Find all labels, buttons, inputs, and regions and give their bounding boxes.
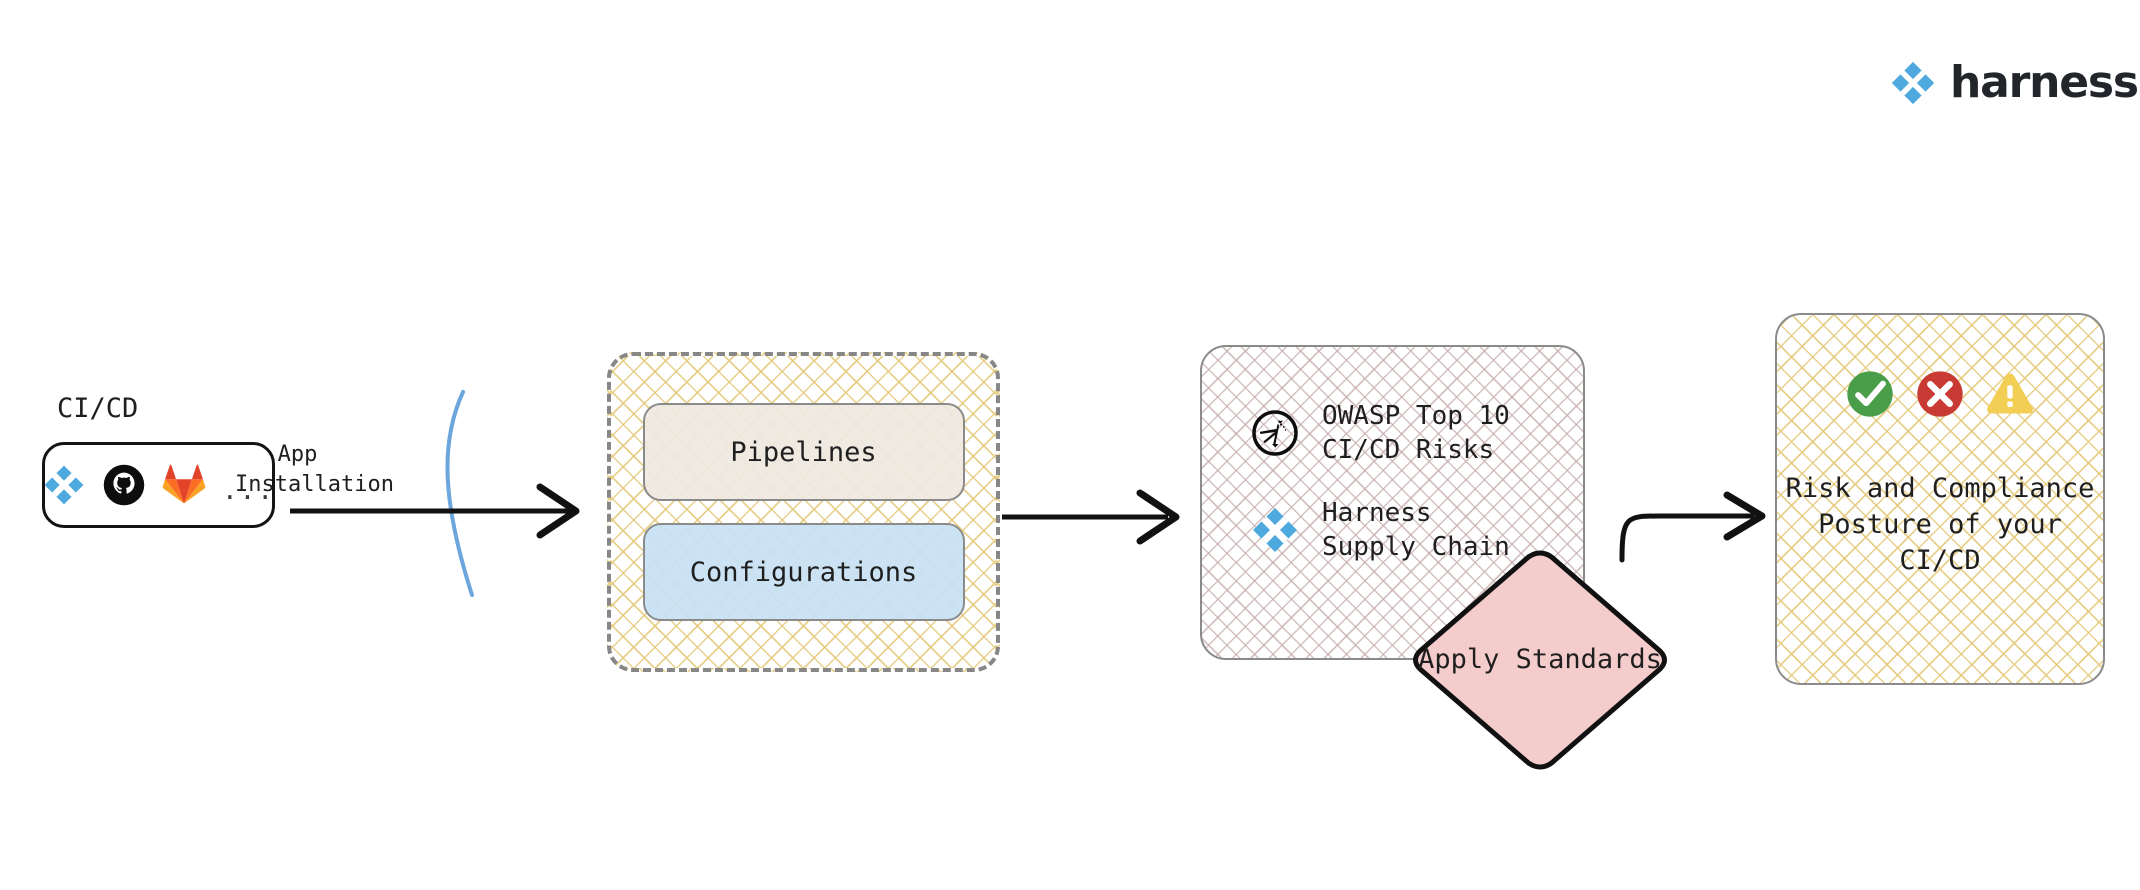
check-circle-icon [1843, 367, 1897, 421]
pipelines-card: Pipelines [642, 403, 965, 501]
brand-wordmark: harness [1950, 57, 2139, 108]
apply-standards-label: Apply Standards [1418, 644, 1662, 676]
more-tools-ellipsis: ... [222, 476, 275, 506]
standards-item-harness: Harness Supply Chain [1250, 496, 1583, 565]
configurations-card: Configurations [642, 523, 965, 621]
outcome-container: Risk and Compliance Posture of your CI/C… [1775, 313, 2105, 685]
gitlab-fox-icon [162, 463, 206, 507]
warning-triangle-icon [1983, 367, 2037, 421]
standards-container: OWASP Top 10 CI/CD Risks [1200, 345, 1585, 660]
owasp-icon [1250, 408, 1300, 458]
configurations-label: Configurations [689, 556, 918, 588]
harness-brand-logo: harness [1890, 57, 2139, 108]
cicd-tools-box: ... [42, 442, 275, 528]
cicd-caption: CI/CD [57, 393, 139, 424]
arrow-artifacts-to-standards [1002, 489, 1180, 545]
status-icon-group [1843, 367, 2037, 421]
cross-circle-icon [1913, 367, 1967, 421]
app-installation-arc [445, 390, 474, 597]
github-octocat-icon [102, 463, 146, 507]
pipelines-label: Pipelines [730, 436, 877, 468]
standards-item-owasp-label: OWASP Top 10 CI/CD Risks [1322, 401, 1510, 466]
app-installation-label: App Installation [235, 442, 394, 497]
standards-item-harness-label: Harness Supply Chain [1322, 497, 1510, 562]
apply-standards-node: Apply Standards [1405, 545, 1675, 775]
harness-diamond-icon [1250, 505, 1300, 555]
standards-item-owasp: OWASP Top 10 CI/CD Risks [1250, 399, 1583, 468]
harness-diamond-icon [42, 463, 86, 507]
harness-diamond-icon [1890, 60, 1936, 106]
outcome-label: Risk and Compliance Posture of your CI/C… [1785, 473, 2095, 576]
artifacts-container: Pipelines Configurations [607, 352, 1000, 672]
